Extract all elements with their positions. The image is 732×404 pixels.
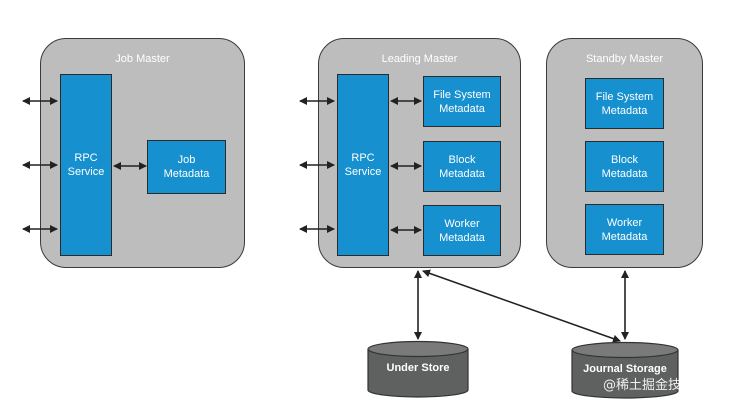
journal-storage-cylinder-shape — [571, 341, 679, 399]
standby-worker-metadata-box: Worker Metadata — [585, 204, 664, 255]
under-store-cylinder-shape — [367, 340, 469, 398]
standby-fs-metadata-box: File System Metadata — [585, 78, 664, 129]
leading-master-title: Leading Master — [381, 53, 458, 65]
under-store-cylinder: Under Store — [367, 340, 469, 398]
leading-journal-arrow — [422, 269, 621, 343]
leading-master-rpc-service: RPC Service — [337, 74, 389, 256]
standby-master-title: Standby Master — [585, 53, 664, 65]
job-metadata-box: Job Metadata — [147, 140, 226, 194]
leading-fs-metadata-box: File System Metadata — [423, 76, 501, 127]
watermark-text: @稀土掘金技术社区 — [602, 378, 720, 393]
job-master-title: Job Master — [115, 53, 170, 65]
leading-block-metadata-box: Block Metadata — [423, 141, 501, 192]
leading-worker-metadata-box: Worker Metadata — [423, 205, 501, 256]
journal-storage-label: Journal Storage — [583, 363, 667, 375]
journal-storage-cylinder: Journal Storage — [571, 341, 679, 399]
standby-block-metadata-box: Block Metadata — [585, 141, 664, 192]
job-master-rpc-service: RPC Service — [60, 74, 112, 256]
under-store-label: Under Store — [386, 362, 450, 374]
